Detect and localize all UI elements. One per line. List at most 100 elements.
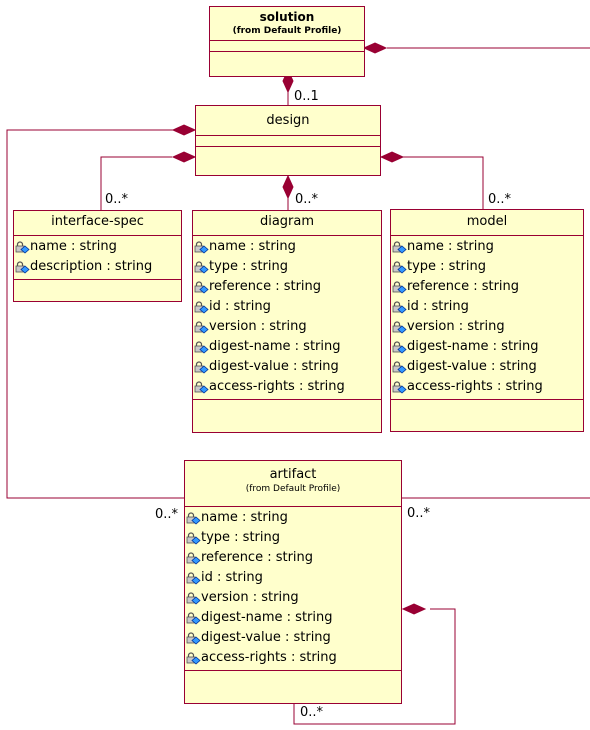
class-subtitle: (from Default Profile) [245, 484, 341, 494]
attribute-text: digest-value : string [201, 630, 331, 645]
attribute-lock-icon [15, 240, 30, 254]
attribute-text: reference : string [209, 279, 322, 294]
attribute-text: type : string [407, 259, 487, 274]
attribute-row: type : string [193, 257, 381, 277]
attribute-row: digest-name : string [185, 608, 401, 628]
attribute-row: access-rights : string [193, 377, 381, 397]
attribute-text: id : string [201, 570, 263, 585]
attribute-lock-icon [194, 340, 209, 354]
attribute-row: name : string [193, 237, 381, 257]
composition-diamond-solution [362, 42, 388, 54]
attribute-text: name : string [201, 510, 288, 525]
attribute-lock-icon [194, 280, 209, 294]
attribute-text: digest-name : string [407, 339, 539, 354]
attribute-row: digest-name : string [193, 337, 381, 357]
attribute-lock-icon [392, 300, 407, 314]
class-name: solution [259, 10, 315, 24]
attribute-lock-icon [186, 611, 201, 625]
attribute-row: id : string [193, 297, 381, 317]
multiplicity-design-diagram: 0..* [295, 192, 319, 207]
attribute-row: version : string [391, 317, 583, 337]
attribute-lock-icon [392, 320, 407, 334]
attribute-row: access-rights : string [185, 648, 401, 668]
multiplicity-artifact-right: 0..* [407, 506, 431, 521]
attribute-text: reference : string [201, 550, 314, 565]
class-model[interactable]: model name : string type : string referenc… [390, 209, 584, 432]
attribute-lock-icon [194, 240, 209, 254]
attribute-row: name : string [14, 237, 181, 257]
attribute-text: id : string [407, 299, 469, 314]
attribute-row: digest-name : string [391, 337, 583, 357]
multiplicity-design-interface-spec: 0..* [105, 192, 129, 207]
attribute-list: name : string type : string reference : st… [391, 236, 583, 400]
class-artifact[interactable]: artifact (from Default Profile) name : s… [184, 460, 402, 704]
attribute-text: id : string [209, 299, 271, 314]
attribute-lock-icon [392, 280, 407, 294]
attribute-row: reference : string [185, 548, 401, 568]
multiplicity-design-model: 0..* [488, 192, 512, 207]
composition-diamond-artifact [401, 603, 427, 615]
composition-diamond-design-left-upper [171, 124, 197, 136]
class-design[interactable]: design [195, 105, 381, 176]
class-diagram[interactable]: diagram name : string type : string refere… [192, 210, 382, 433]
attribute-lock-icon [186, 571, 201, 585]
attribute-text: access-rights : string [201, 650, 337, 665]
attribute-list: name : string type : string reference : st… [193, 236, 381, 400]
attribute-text: type : string [209, 259, 289, 274]
composition-diamond-design-bottom [282, 174, 294, 200]
attribute-lock-icon [186, 631, 201, 645]
class-name: diagram [259, 214, 315, 229]
attribute-lock-icon [15, 260, 30, 274]
attribute-lock-icon [392, 340, 407, 354]
attribute-text: digest-name : string [209, 339, 341, 354]
attribute-lock-icon [186, 531, 201, 545]
multiplicity-artifact-self: 0..* [300, 705, 324, 720]
attribute-lock-icon [194, 260, 209, 274]
attribute-lock-icon [194, 380, 209, 394]
attribute-text: reference : string [407, 279, 520, 294]
attribute-lock-icon [194, 300, 209, 314]
attribute-lock-icon [186, 511, 201, 525]
attribute-row: version : string [193, 317, 381, 337]
attribute-row: id : string [391, 297, 583, 317]
attribute-row: name : string [185, 508, 401, 528]
class-name: model [466, 214, 508, 229]
attribute-row: digest-value : string [193, 357, 381, 377]
attribute-row: reference : string [193, 277, 381, 297]
attribute-list: name : string type : string reference : st… [185, 507, 401, 671]
association-design-artifact [6, 129, 184, 499]
attribute-text: version : string [407, 319, 505, 334]
attribute-text: digest-value : string [209, 359, 339, 374]
attribute-text: digest-value : string [407, 359, 537, 374]
attribute-lock-icon [186, 591, 201, 605]
attribute-row: digest-value : string [391, 357, 583, 377]
attribute-lock-icon [392, 360, 407, 374]
attribute-text: name : string [30, 239, 117, 254]
attribute-text: version : string [209, 319, 307, 334]
attribute-text: type : string [201, 530, 281, 545]
attribute-lock-icon [392, 380, 407, 394]
attribute-text: access-rights : string [209, 379, 345, 394]
association-design-interface-spec [100, 156, 172, 210]
attribute-text: access-rights : string [407, 379, 543, 394]
attribute-text: name : string [407, 239, 494, 254]
attribute-text: name : string [209, 239, 296, 254]
class-subtitle: (from Default Profile) [232, 26, 342, 36]
class-name: artifact [269, 467, 317, 482]
class-name: design [266, 113, 310, 128]
class-solution[interactable]: solution (from Default Profile) [209, 6, 365, 77]
attribute-lock-icon [194, 320, 209, 334]
attribute-row: type : string [185, 528, 401, 548]
attribute-list: name : string description : string [14, 236, 181, 280]
multiplicity-artifact-left: 0..* [155, 507, 179, 522]
attribute-text: digest-name : string [201, 610, 333, 625]
attribute-row: name : string [391, 237, 583, 257]
attribute-row: version : string [185, 588, 401, 608]
association-artifact-self [293, 608, 456, 725]
attribute-row: id : string [185, 568, 401, 588]
attribute-text: description : string [30, 259, 153, 274]
attribute-row: description : string [14, 257, 181, 277]
attribute-lock-icon [392, 240, 407, 254]
composition-diamond-design-left-lower [171, 151, 197, 163]
